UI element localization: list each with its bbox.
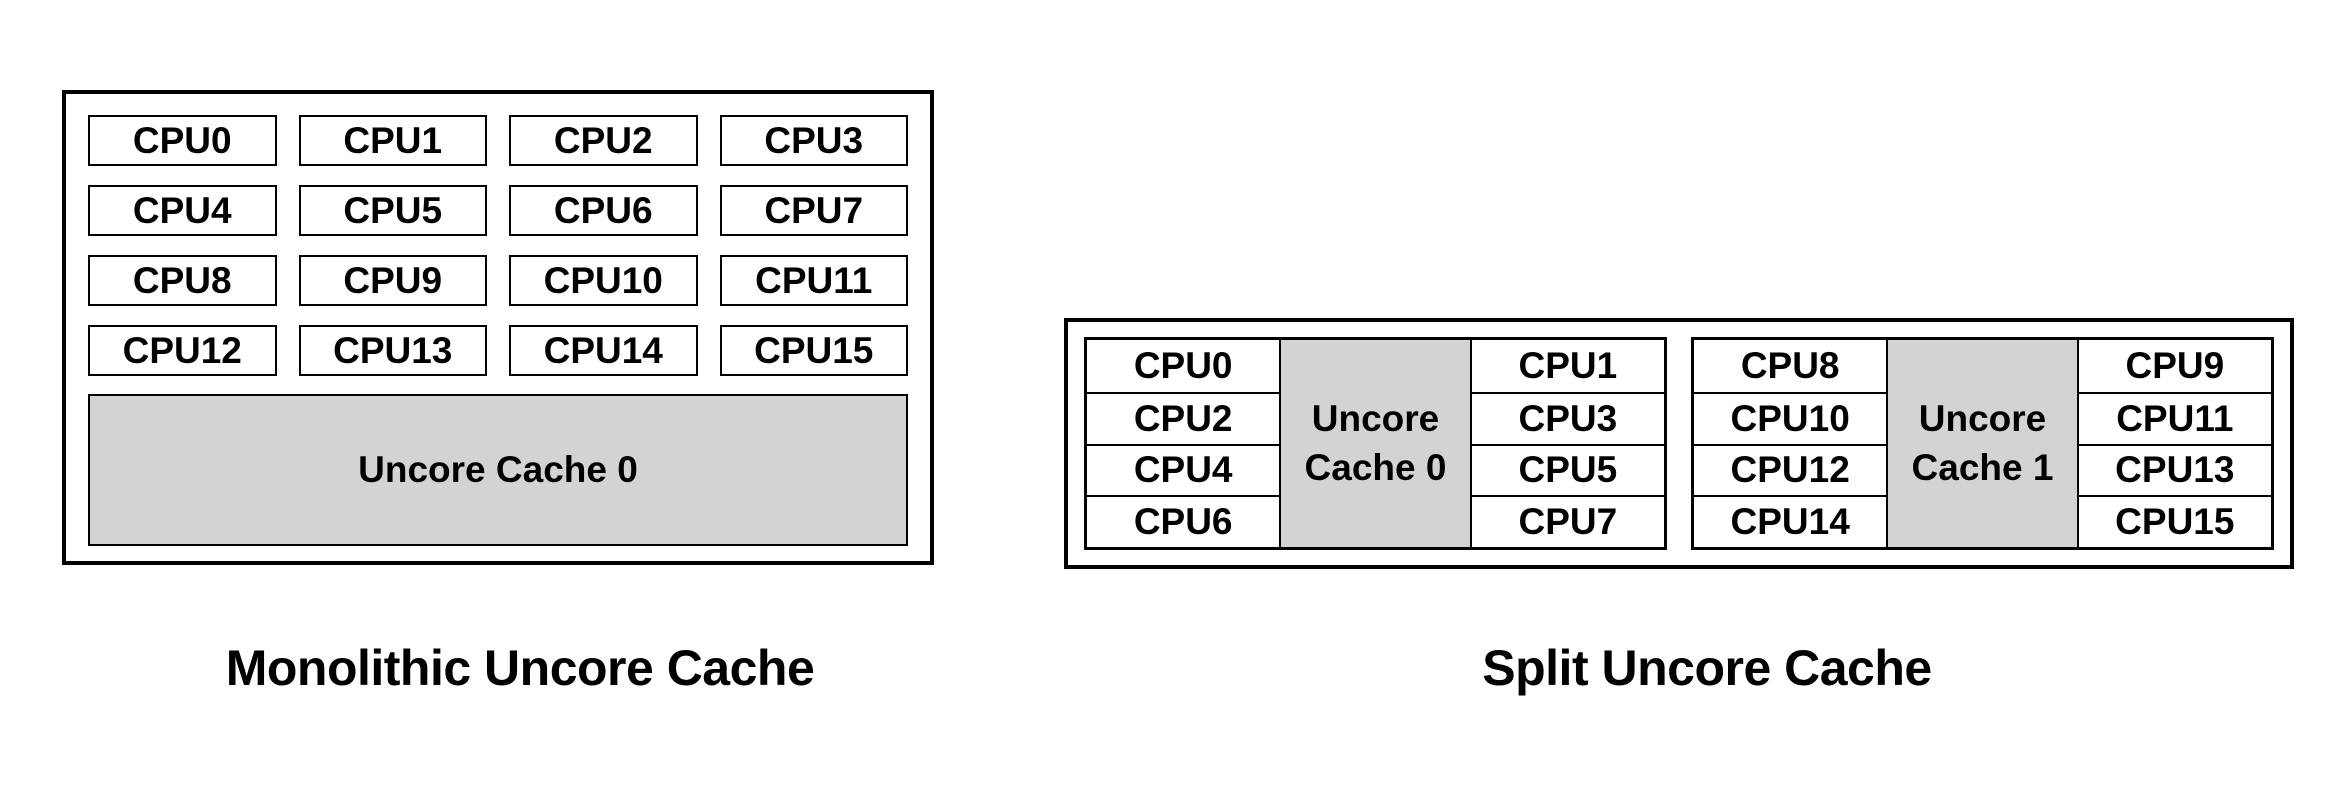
monolithic-diagram: CPU0 CPU1 CPU2 CPU3 CPU4 CPU5 CPU6 CPU7 … (62, 90, 934, 565)
cpu-box: CPU6 (509, 185, 698, 236)
cpu-grid: CPU0 CPU1 CPU2 CPU3 CPU4 CPU5 CPU6 CPU7 … (88, 115, 908, 376)
split-cluster-0: CPU0 CPU2 CPU4 CPU6 Uncore Cache 0 CPU1 … (1084, 337, 1667, 550)
diagram-caption-split: Split Uncore Cache (1482, 640, 1932, 696)
cpu-box: CPU6 (1087, 495, 1280, 547)
split-diagram: CPU0 CPU2 CPU4 CPU6 Uncore Cache 0 CPU1 … (1064, 318, 2294, 569)
cpu-box: CPU3 (719, 115, 908, 166)
cpu-box: CPU13 (298, 325, 487, 376)
cpu-box: CPU9 (2078, 340, 2271, 392)
cpu-box: CPU10 (509, 255, 698, 306)
cpu-box: CPU12 (1694, 443, 1887, 496)
cpu-box: CPU13 (2078, 443, 2271, 496)
cpu-box: CPU14 (509, 325, 698, 376)
cpu-box: CPU4 (1087, 443, 1280, 496)
uncore-cache-box: Uncore Cache 1 (1886, 340, 2079, 547)
diagram-caption-monolithic: Monolithic Uncore Cache (225, 640, 815, 696)
cpu-box: CPU0 (1087, 340, 1280, 392)
cpu-box: CPU11 (2078, 391, 2271, 444)
cpu-box: CPU15 (2078, 495, 2271, 547)
cpu-box: CPU11 (719, 255, 908, 306)
cpu-box: CPU1 (298, 115, 487, 166)
cpu-box: CPU2 (1087, 391, 1280, 444)
cpu-box: CPU9 (298, 255, 487, 306)
cpu-box: CPU8 (1694, 340, 1887, 392)
cpu-box: CPU3 (1471, 391, 1664, 444)
uncore-cache-box: Uncore Cache 0 (88, 394, 908, 546)
cpu-box: CPU8 (88, 255, 277, 306)
cpu-box: CPU10 (1694, 391, 1887, 444)
cpu-box: CPU7 (719, 185, 908, 236)
cpu-box: CPU15 (719, 325, 908, 376)
cpu-box: CPU2 (509, 115, 698, 166)
cpu-box: CPU5 (1471, 443, 1664, 496)
uncore-cache-box: Uncore Cache 0 (1279, 340, 1472, 547)
cpu-box: CPU1 (1471, 340, 1664, 392)
cpu-box: CPU7 (1471, 495, 1664, 547)
split-cluster-1: CPU8 CPU10 CPU12 CPU14 Uncore Cache 1 CP… (1691, 337, 2274, 550)
cpu-box: CPU14 (1694, 495, 1887, 547)
cpu-box: CPU4 (88, 185, 277, 236)
cpu-box: CPU0 (88, 115, 277, 166)
cpu-box: CPU5 (298, 185, 487, 236)
cpu-box: CPU12 (88, 325, 277, 376)
